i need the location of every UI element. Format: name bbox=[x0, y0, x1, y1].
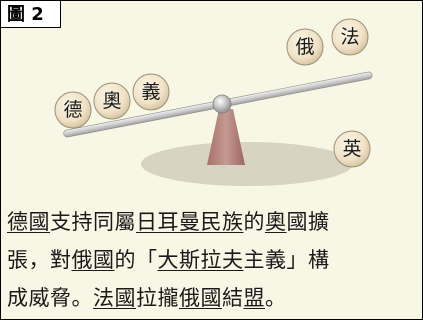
caption-segment: 盟 bbox=[243, 286, 265, 310]
label-britain: 英 bbox=[342, 138, 361, 160]
caption-segment: 的「 bbox=[114, 248, 158, 272]
ball-germany: 德 bbox=[54, 91, 92, 129]
pivot-ball bbox=[212, 94, 232, 114]
caption-segment: 大斯拉夫 bbox=[157, 248, 244, 272]
caption-segment: 主義」構 bbox=[243, 248, 330, 272]
caption-segment: 的 bbox=[243, 210, 265, 234]
label-italy: 義 bbox=[141, 81, 160, 103]
label-russia: 俄 bbox=[295, 36, 314, 58]
caption-segment: 支持同屬 bbox=[50, 210, 136, 234]
seesaw-illustration: 德 奧 義 俄 法 英 bbox=[54, 18, 373, 186]
caption-segment: 法國 bbox=[93, 286, 136, 310]
label-france: 法 bbox=[340, 26, 359, 48]
ball-italy: 義 bbox=[132, 73, 170, 111]
ball-austria: 奧 bbox=[93, 82, 131, 120]
ball-france: 法 bbox=[331, 18, 369, 56]
ground-shadow bbox=[141, 142, 353, 186]
caption-segment: 結 bbox=[222, 286, 244, 310]
caption-segment: 拉攏 bbox=[136, 286, 179, 310]
figure-label: 圖 2 bbox=[1, 1, 61, 28]
caption-segment: 成威脅。 bbox=[7, 286, 93, 310]
caption-segment: 張，對 bbox=[7, 248, 72, 272]
caption-text: 德國支持同屬日耳曼民族的奧國擴 張，對俄國的「大斯拉夫主義」構 成威脅。法國拉攏… bbox=[7, 203, 417, 317]
caption-segment: 俄國 bbox=[179, 286, 222, 310]
caption-segment: 。 bbox=[265, 286, 287, 310]
caption-segment: 日耳曼民族 bbox=[136, 210, 244, 234]
label-germany: 德 bbox=[63, 99, 82, 121]
caption-line-3: 成威脅。法國拉攏俄國結盟。 bbox=[7, 279, 417, 317]
label-austria: 奧 bbox=[102, 90, 121, 112]
ball-russia: 俄 bbox=[286, 28, 324, 66]
caption-segment: 國擴 bbox=[286, 210, 330, 234]
ball-britain: 英 bbox=[333, 130, 371, 168]
caption-line-2: 張，對俄國的「大斯拉夫主義」構 bbox=[7, 241, 417, 279]
caption-segment: 俄國 bbox=[71, 248, 115, 272]
fulcrum bbox=[207, 109, 245, 165]
caption-line-1: 德國支持同屬日耳曼民族的奧國擴 bbox=[7, 203, 417, 241]
caption-segment: 奧 bbox=[265, 210, 287, 234]
caption-segment: 德國 bbox=[7, 210, 50, 234]
